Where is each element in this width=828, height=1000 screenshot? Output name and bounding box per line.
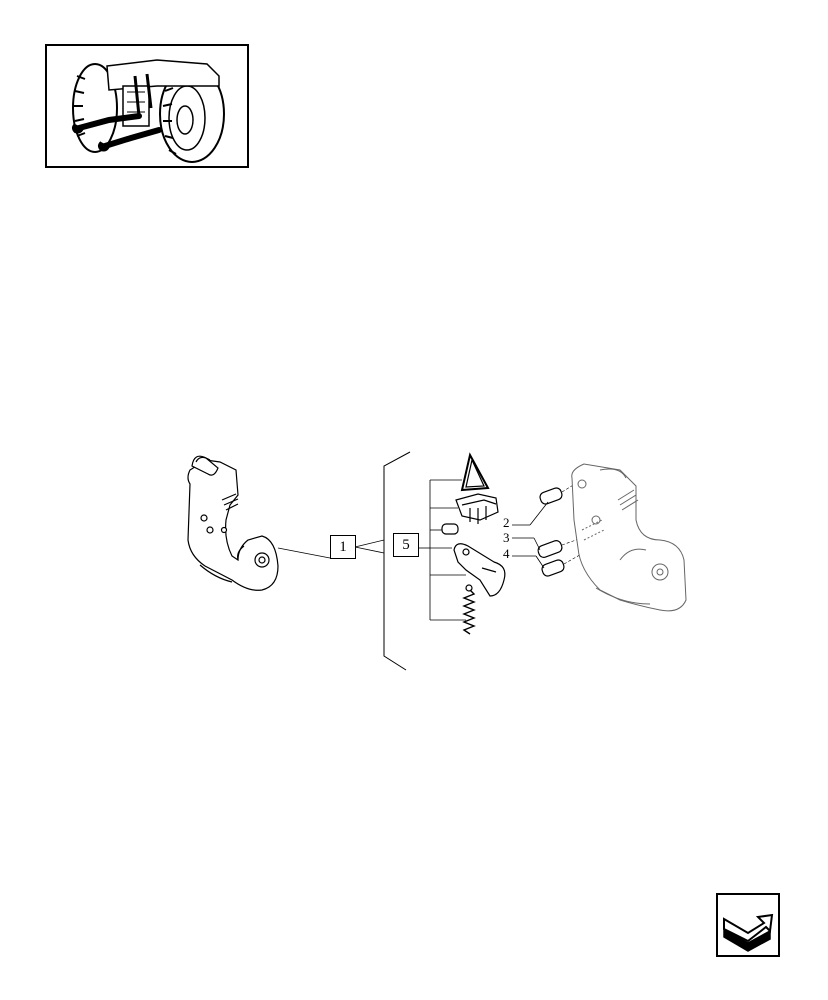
tractor-rear-hitch-icon [72, 59, 225, 163]
callout-4: 4 [503, 546, 510, 561]
callout-5: 5 [393, 533, 419, 557]
hook-assembly-drawing [187, 455, 279, 591]
callout-3: 3 [503, 530, 510, 545]
pins [537, 487, 565, 577]
hook-body-drawing [571, 463, 687, 612]
location-thumbnail [45, 44, 249, 168]
callout-1: 1 [330, 535, 356, 559]
next-page-arrow-icon [723, 913, 774, 952]
exploded-parts [441, 452, 506, 635]
next-page-button[interactable] [716, 893, 780, 957]
callout-2: 2 [503, 515, 510, 530]
